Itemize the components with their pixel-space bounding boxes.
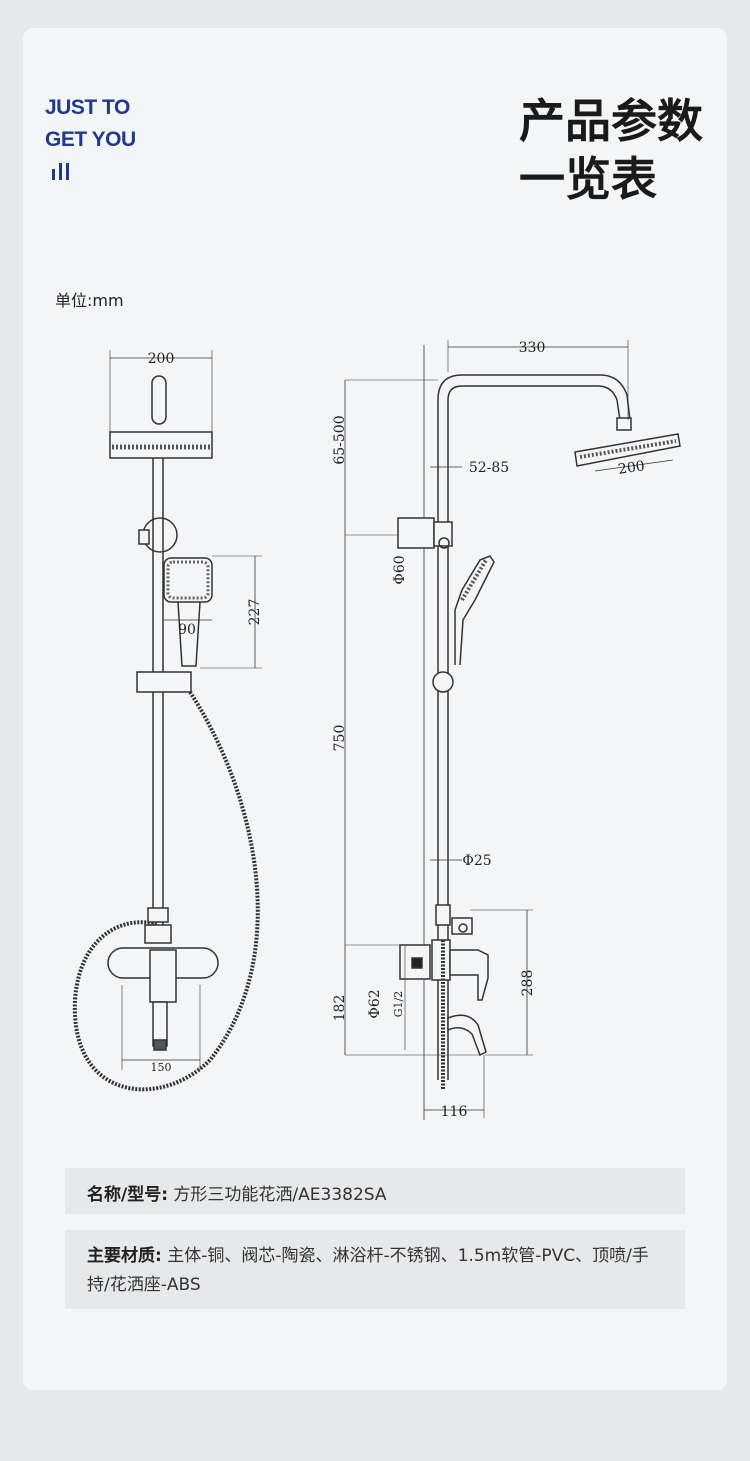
dim-mixer-height: 288 [520,970,536,997]
brand-line-2: GET YOU [45,128,136,151]
brand-line-1: JUST TO [45,96,130,119]
unit-label: 单位:mm [55,291,124,310]
dim-handheld-height: 227 [247,599,263,626]
dim-spout-depth: 116 [441,1104,468,1120]
dim-head-width: 200 [617,458,646,478]
product-dimension-drawing: 200 90 227 150 330 200 65-500 52-85 Φ60 … [72,340,681,1120]
dim-handheld-width: 90 [178,622,196,638]
dim-escutcheon-dia: Φ62 [367,989,383,1018]
dim-arm-length: 330 [519,340,546,356]
dim-front-width: 200 [148,351,175,367]
brand-slogan: JUST TO GET YOU [45,92,136,156]
title-line-2: 一览表 [519,152,657,206]
spec-material-value: 主体-铜、阀芯-陶瓷、淋浴杆-不锈钢、1.5m软管-PVC、顶喷/手持/花洒座-… [87,1246,649,1295]
spec-material-label: 主要材质: [87,1246,162,1266]
spec-name-value: 方形三功能花洒/AE3382SA [173,1185,387,1205]
front-view [72,350,262,1092]
title-line-1: 产品参数 [519,94,703,148]
content-card [23,28,727,1390]
dim-bracket-dia: Φ60 [392,555,408,584]
dim-bar-length: 750 [332,725,348,752]
dim-thread: G1/2 [392,991,405,1018]
page-title: 产品参数 一览表 [519,92,703,208]
spec-name-label: 名称/型号: [87,1185,169,1205]
dim-spacing: 52-85 [469,460,509,476]
side-view [344,340,681,1120]
spec-row-name: 名称/型号: 方形三功能花洒/AE3382SA [65,1168,685,1214]
dim-outlet-height: 182 [332,995,348,1022]
spec-row-material: 主要材质: 主体-铜、阀芯-陶瓷、淋浴杆-不锈钢、1.5m软管-PVC、顶喷/手… [65,1230,685,1309]
dim-height-adjust: 65-500 [332,415,348,464]
dim-bar-dia: Φ25 [462,853,491,869]
dim-mixer-width: 150 [151,1061,172,1074]
